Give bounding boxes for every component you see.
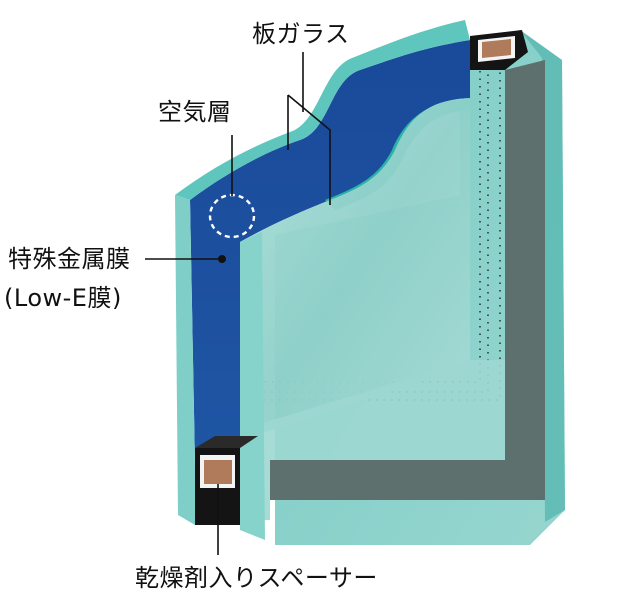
leader-glass-sheet: [287, 52, 331, 205]
label-metal-film: 特殊金属膜: [8, 245, 131, 273]
label-spacer: 乾燥剤入りスペーサー: [135, 564, 378, 592]
frame-shadow: [270, 60, 545, 500]
back-glass-edge: [520, 30, 565, 522]
metal-film-point: [218, 255, 226, 263]
inner-glass-left-edge: [240, 232, 265, 540]
label-low-e: (Low-E膜): [4, 284, 122, 312]
low-e-coating-band: [190, 40, 470, 465]
leader-lines: [145, 52, 331, 555]
front-glass-left-edge: [175, 195, 195, 525]
label-air-layer: 空気層: [158, 98, 232, 126]
spacer-block: [195, 436, 258, 525]
spacer-block-top: [470, 30, 528, 70]
glass-top-edge-wave: [175, 20, 470, 200]
spacer-dotted-outline-inner: [240, 52, 489, 393]
label-glass-sheet: 板ガラス: [252, 20, 350, 48]
front-glass-pane: [240, 98, 470, 440]
front-glass-pane-lower: [240, 360, 505, 520]
